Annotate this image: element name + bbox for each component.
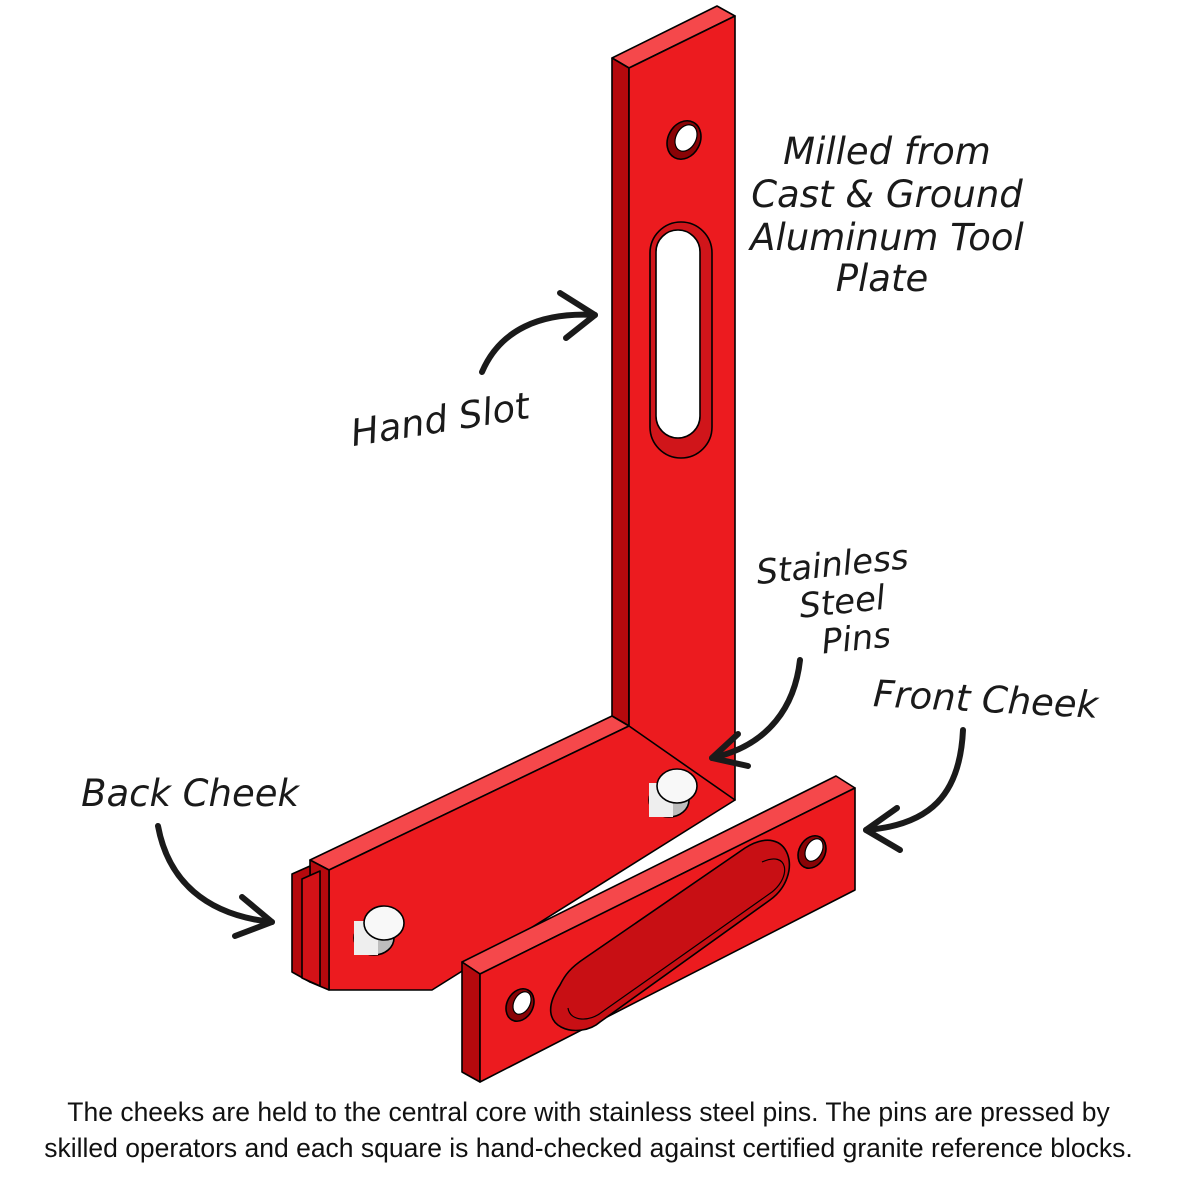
milled-label-line1: Milled from <box>783 130 991 173</box>
milled-from-label: Milled from Cast & Ground Aluminum Tool … <box>748 130 1024 300</box>
hand-slot-arrow <box>479 290 598 375</box>
caption-line-2: skilled operators and each square is han… <box>44 1133 1133 1163</box>
stainless-steel-pins-label: Stainless Steel Pins <box>754 537 910 663</box>
stainless-steel-pin-upper <box>648 768 698 818</box>
hand-slot-opening <box>649 221 713 459</box>
hand-slot-label: Hand Slot <box>348 384 534 455</box>
stainless-steel-pin-lower <box>353 905 405 956</box>
blade-mounting-hole <box>666 120 702 160</box>
front-cheek-part <box>461 775 856 1083</box>
front-cheek-label: Front Cheek <box>872 672 1101 727</box>
milled-label-line3: Aluminum Tool <box>748 216 1024 259</box>
pins-arrow <box>709 657 803 769</box>
back-cheek-part <box>291 865 321 987</box>
back-cheek-label: Back Cheek <box>81 772 300 815</box>
pins-label-line2: Steel <box>797 578 887 627</box>
milled-label-line2: Cast & Ground <box>751 173 1023 216</box>
milled-label-line4: Plate <box>836 257 929 300</box>
front-cheek-arrow <box>863 727 966 853</box>
caption-line-1: The cheeks are held to the central core … <box>67 1097 1110 1127</box>
pins-label-line3: Pins <box>820 616 893 663</box>
back-cheek-arrow <box>155 823 275 939</box>
caption: The cheeks are held to the central core … <box>0 1094 1177 1166</box>
